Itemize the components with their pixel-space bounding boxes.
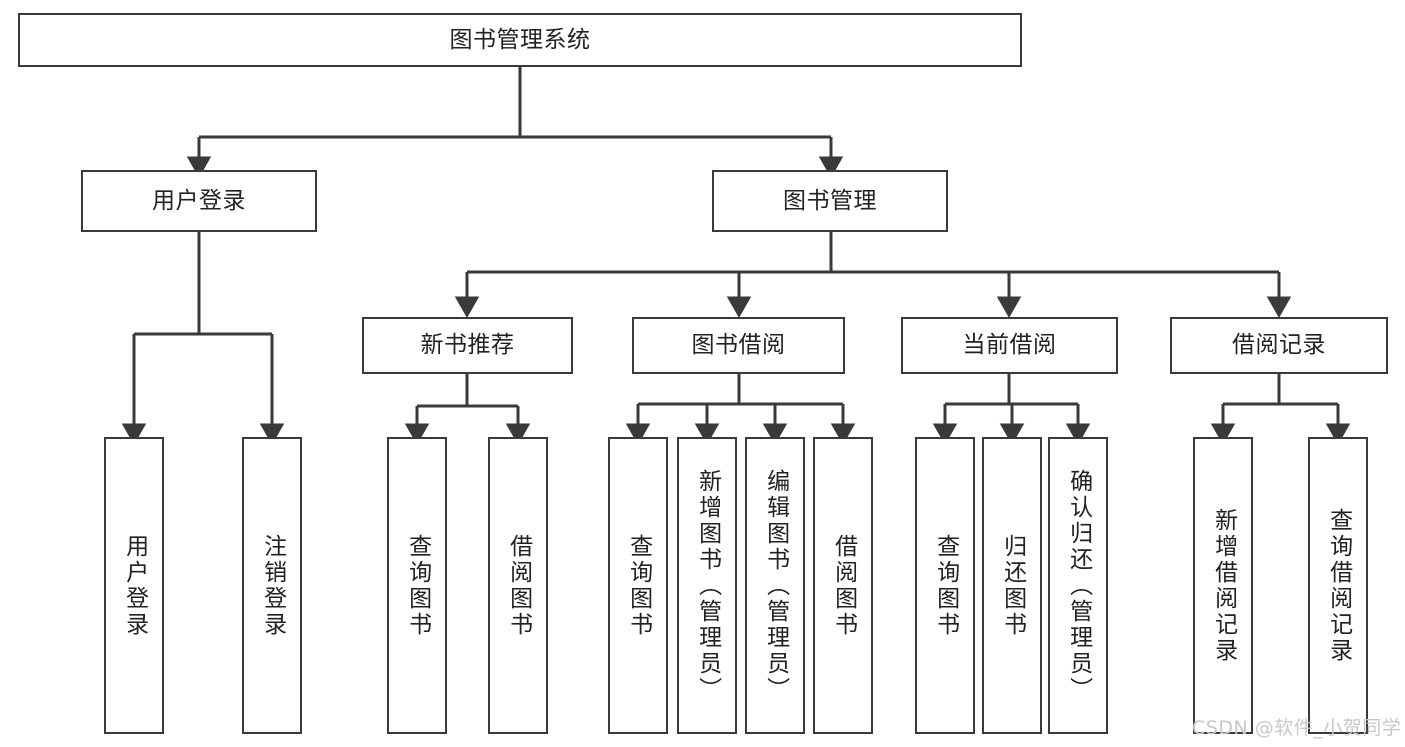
leaf-query-book-1-label: 查询图书 (404, 533, 431, 638)
leaf-return-book-label: 归还图书 (999, 533, 1026, 638)
leaf-user-login[interactable]: 用户登录 (104, 437, 164, 734)
leaf-logout-login-label: 注销登录 (259, 533, 286, 638)
leaf-return-book[interactable]: 归还图书 (982, 437, 1042, 734)
leaf-borrow-book-2-label: 借阅图书 (830, 533, 857, 638)
leaf-user-login-label: 用户登录 (121, 533, 148, 638)
node-book-management-label: 图书管理 (783, 187, 877, 214)
node-book-management[interactable]: 图书管理 (712, 170, 948, 232)
node-user-login-label: 用户登录 (152, 187, 246, 214)
leaf-query-book-1[interactable]: 查询图书 (387, 437, 447, 734)
watermark: CSDN @软件_小贺同学 (1192, 717, 1402, 739)
leaf-query-book-3-label: 查询图书 (932, 533, 959, 638)
node-user-login[interactable]: 用户登录 (81, 170, 317, 232)
node-borrow-record[interactable]: 借阅记录 (1170, 317, 1388, 374)
node-borrow-record-label: 借阅记录 (1232, 332, 1326, 359)
leaf-query-record[interactable]: 查询借阅记录 (1308, 437, 1368, 734)
leaf-confirm-return-label: 确认归还（管理员） (1065, 468, 1092, 703)
leaf-borrow-book-1-label: 借阅图书 (505, 533, 532, 638)
leaf-query-book-3[interactable]: 查询图书 (915, 437, 975, 734)
leaf-add-book[interactable]: 新增图书（管理员） (677, 437, 737, 734)
leaf-borrow-book-2[interactable]: 借阅图书 (813, 437, 873, 734)
node-current-borrow-label: 当前借阅 (962, 332, 1057, 359)
node-book-borrow[interactable]: 图书借阅 (632, 317, 845, 374)
leaf-query-record-label: 查询借阅记录 (1325, 507, 1352, 664)
leaf-query-book-2-label: 查询图书 (625, 533, 652, 638)
node-current-borrow[interactable]: 当前借阅 (901, 317, 1118, 374)
node-root[interactable]: 图书管理系统 (18, 13, 1022, 67)
node-new-book-recommend[interactable]: 新书推荐 (362, 317, 573, 374)
node-new-book-recommend-label: 新书推荐 (420, 332, 515, 359)
node-book-borrow-label: 图书借阅 (691, 332, 786, 359)
leaf-add-book-label: 新增图书（管理员） (694, 468, 721, 703)
leaf-add-record-label: 新增借阅记录 (1210, 507, 1237, 664)
leaf-add-record[interactable]: 新增借阅记录 (1193, 437, 1253, 734)
leaf-logout-login[interactable]: 注销登录 (242, 437, 302, 734)
leaf-edit-book[interactable]: 编辑图书（管理员） (745, 437, 805, 734)
leaf-confirm-return[interactable]: 确认归还（管理员） (1048, 437, 1108, 734)
leaf-edit-book-label: 编辑图书（管理员） (762, 468, 789, 703)
leaf-borrow-book-1[interactable]: 借阅图书 (488, 437, 548, 734)
leaf-query-book-2[interactable]: 查询图书 (608, 437, 668, 734)
node-root-label: 图书管理系统 (449, 26, 591, 53)
